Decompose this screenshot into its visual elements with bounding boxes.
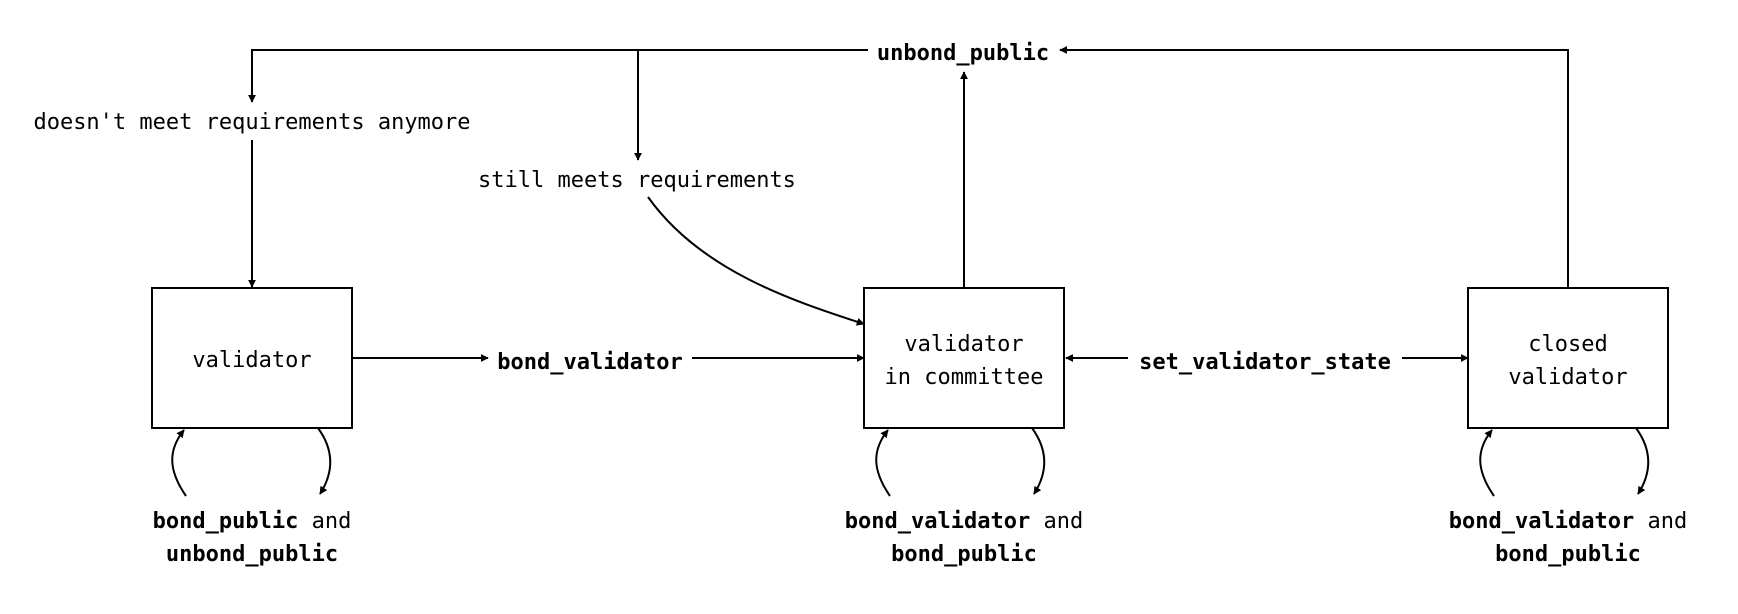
edge-closed-to-unbond (1059, 46, 1569, 288)
self-loop-committee-label-line1: bond_validator and (845, 509, 1083, 534)
self-loop-committee-label-line2: bond_public (891, 542, 1037, 567)
node-validator-label: validator (192, 348, 311, 373)
self-loop-validator-label-line2: unbond_public (166, 542, 338, 567)
node-committee-label-line1: validator (904, 332, 1023, 357)
node-committee-label-line2: in committee (885, 365, 1044, 390)
edge-unbond-to-requirements (248, 49, 868, 326)
self-loop-validator-label-line1: bond_public and (153, 509, 352, 534)
self-loop-committee (875, 427, 1046, 497)
label-still-meets-requirements: still meets requirements (478, 168, 796, 193)
node-validator: validator (151, 287, 353, 429)
label-unbond-public: unbond_public (877, 41, 1049, 66)
node-closed-label-line2: validator (1508, 365, 1627, 390)
label-doesnt-meet-requirements: doesn't meet requirements anymore (33, 110, 470, 135)
self-loop-closed (1479, 427, 1650, 497)
self-loop-closed-label-line1: bond_validator and (1449, 509, 1687, 534)
label-bond-validator: bond_validator (497, 350, 682, 375)
node-closed-label-line1: closed (1528, 332, 1607, 357)
self-loop-closed-label-line2: bond_public (1495, 542, 1641, 567)
label-set-validator-state: set_validator_state (1139, 350, 1391, 375)
node-closed-validator: closed validator (1467, 287, 1669, 429)
self-loop-validator (171, 427, 332, 497)
node-validator-in-committee: validator in committee (863, 287, 1065, 429)
